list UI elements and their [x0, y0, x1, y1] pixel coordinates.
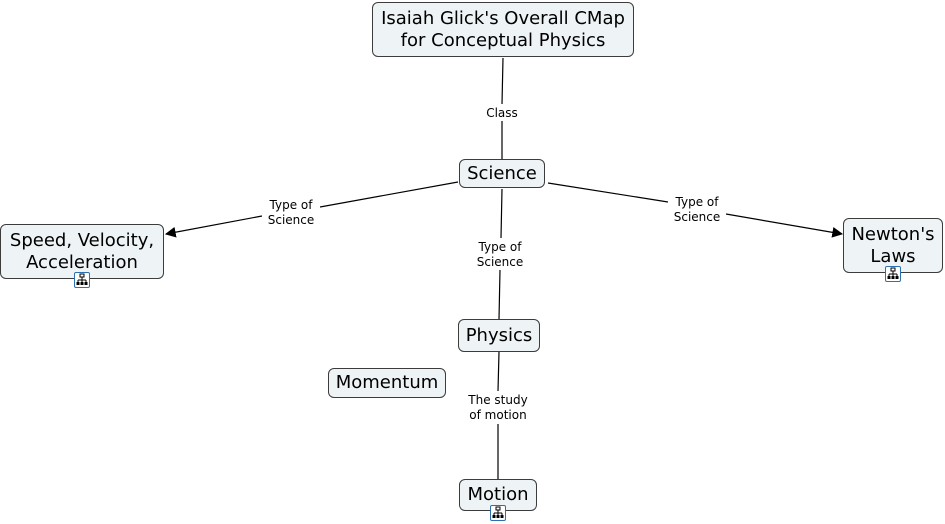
link-label-type-center[interactable]: Type of Science: [472, 240, 528, 270]
link-label-study[interactable]: The study of motion: [464, 393, 532, 423]
concept-science[interactable]: Science: [459, 159, 545, 188]
concept-momentum[interactable]: Momentum: [328, 368, 446, 398]
concept-momentum-text: Momentum: [335, 372, 439, 393]
link-label-type-left[interactable]: Type of Science: [262, 198, 320, 228]
line-typeleft-speed: [164, 215, 263, 238]
concept-speed-text: Speed, Velocity, Acceleration: [9, 229, 155, 273]
link-label-type-right-text: Type of Science: [673, 195, 721, 224]
submap-icon[interactable]: [490, 505, 506, 521]
hierarchy-icon-graphic: [492, 506, 504, 518]
line-physics-study: [497, 351, 500, 392]
concept-motion-text: Motion: [467, 484, 529, 505]
submap-icon[interactable]: [885, 266, 901, 282]
line-title-class: [501, 57, 504, 105]
concept-title-text: Isaiah Glick's Overall CMap for Conceptu…: [381, 7, 625, 51]
concept-title[interactable]: Isaiah Glick's Overall CMap for Conceptu…: [372, 2, 634, 57]
concept-speed-velocity-acceleration[interactable]: Speed, Velocity, Acceleration: [0, 224, 164, 279]
link-label-study-text: The study of motion: [468, 393, 528, 422]
link-label-type-right[interactable]: Type of Science: [668, 195, 726, 225]
concept-science-text: Science: [467, 162, 537, 184]
line-science-typeleft: [319, 181, 459, 208]
link-label-type-left-text: Type of Science: [267, 198, 315, 227]
line-typeright-newtons: [725, 213, 844, 238]
concept-physics-text: Physics: [465, 324, 533, 346]
hierarchy-icon-graphic: [887, 267, 899, 279]
hierarchy-icon-graphic: [76, 273, 88, 285]
line-typecenter-physics: [498, 269, 501, 320]
line-science-typeright: [547, 182, 669, 203]
line-science-typecenter: [500, 188, 503, 239]
link-label-type-center-text: Type of Science: [476, 240, 524, 269]
link-label-class[interactable]: Class: [484, 106, 520, 121]
submap-icon[interactable]: [74, 272, 90, 288]
concept-newtons-laws[interactable]: Newton's Laws: [843, 218, 943, 273]
concept-newtons-text: Newton's Laws: [851, 223, 935, 267]
concept-physics[interactable]: Physics: [458, 319, 540, 352]
